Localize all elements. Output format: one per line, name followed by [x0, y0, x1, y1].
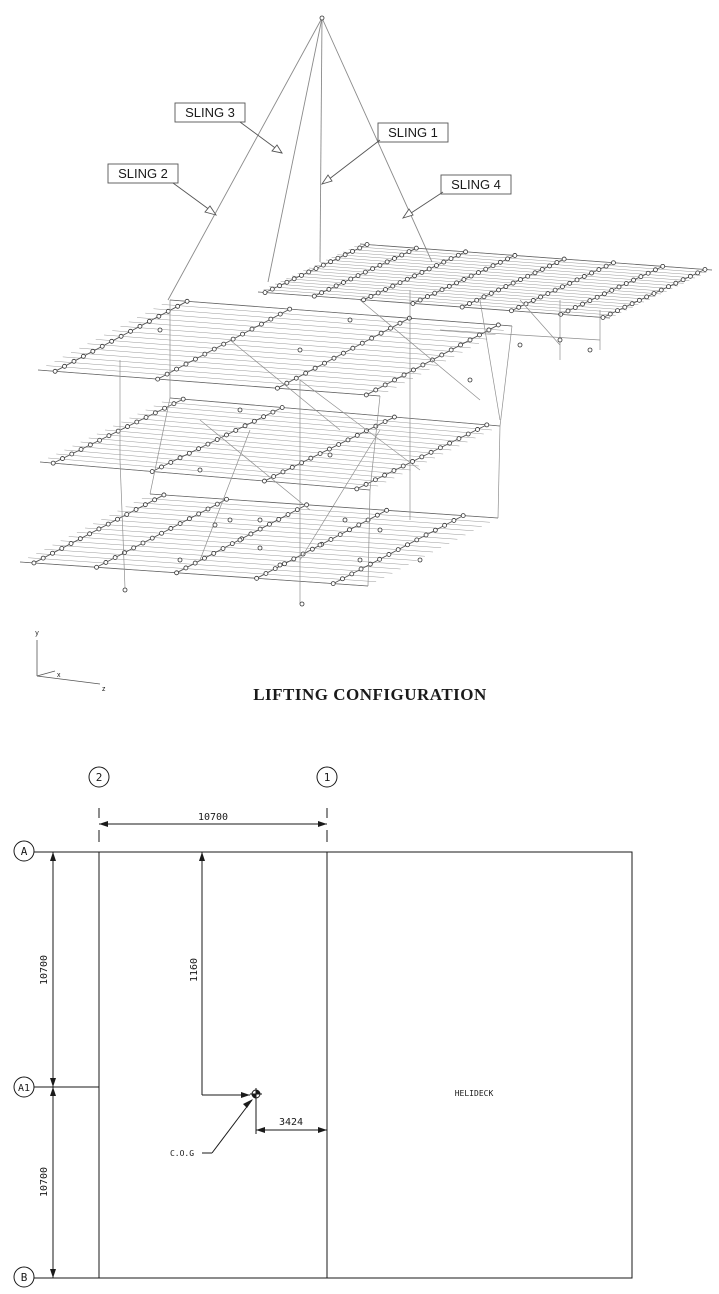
sling-2-callout: SLING 2 — [107, 163, 218, 216]
grid-label-col-2: 2 — [96, 771, 103, 784]
grid-bubble-2 — [88, 766, 110, 788]
arrowhead-icon — [204, 205, 218, 216]
axis-x-label: x — [57, 672, 61, 679]
arrowhead-icon — [401, 208, 414, 219]
grid-label-row-B: B — [21, 1271, 28, 1284]
dim-cog-from-A: 1160 — [189, 958, 200, 982]
cog-label: C.O.G — [170, 1149, 194, 1158]
dim-cog-from-col1: 3424 — [279, 1117, 303, 1128]
sling-4-label: SLING 4 — [451, 177, 501, 192]
plan-view — [13, 766, 633, 1288]
helideck-label: HELIDECK — [455, 1089, 494, 1098]
cog-leader — [211, 1099, 253, 1154]
grid-bubble-B — [13, 1266, 35, 1288]
cog-marker-icon — [250, 1088, 262, 1100]
sling-2-label: SLING 2 — [118, 166, 168, 181]
lifting-title: LIFTING CONFIGURATION — [253, 685, 487, 704]
axis-z-label: z — [102, 686, 106, 693]
sling-3-callout: SLING 3 — [174, 102, 283, 154]
dim-column-spacing: 10700 — [198, 812, 228, 823]
dim-row-lower: 10700 — [39, 1167, 50, 1197]
lifting-model — [19, 15, 713, 607]
arrowhead-icon — [320, 174, 333, 185]
grid-bubble-1 — [316, 766, 338, 788]
sling-1-callout: SLING 1 — [320, 122, 449, 185]
sling-3-label: SLING 3 — [185, 105, 235, 120]
grid-label-col-1: 1 — [324, 771, 331, 784]
axis-triad: y x z — [35, 630, 106, 693]
sling-1-label: SLING 1 — [388, 125, 438, 140]
grid-bubble-A — [13, 840, 35, 862]
grid-label-row-A1: A1 — [18, 1083, 30, 1094]
grid-label-row-A: A — [21, 845, 28, 858]
axis-y-label: y — [35, 630, 39, 637]
sling-4-callout: SLING 4 — [401, 174, 512, 219]
dim-row-upper: 10700 — [39, 955, 50, 985]
deck-outline — [98, 851, 633, 1279]
arrowhead-icon — [271, 144, 283, 154]
